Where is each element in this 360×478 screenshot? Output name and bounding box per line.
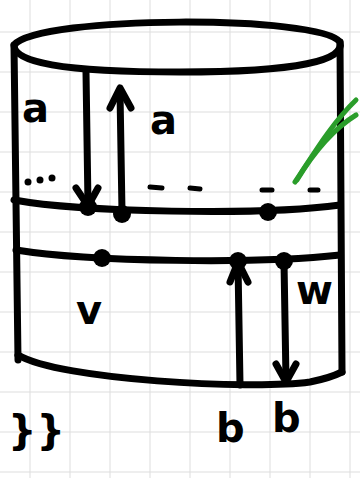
variable-label: b xyxy=(272,398,301,438)
brace-label: }} xyxy=(8,410,65,450)
variable-label: w xyxy=(296,270,333,310)
variable-label: b xyxy=(216,408,245,448)
variable-label: v xyxy=(76,290,102,330)
variable-label: a xyxy=(22,88,49,128)
variable-label: a xyxy=(150,100,177,140)
